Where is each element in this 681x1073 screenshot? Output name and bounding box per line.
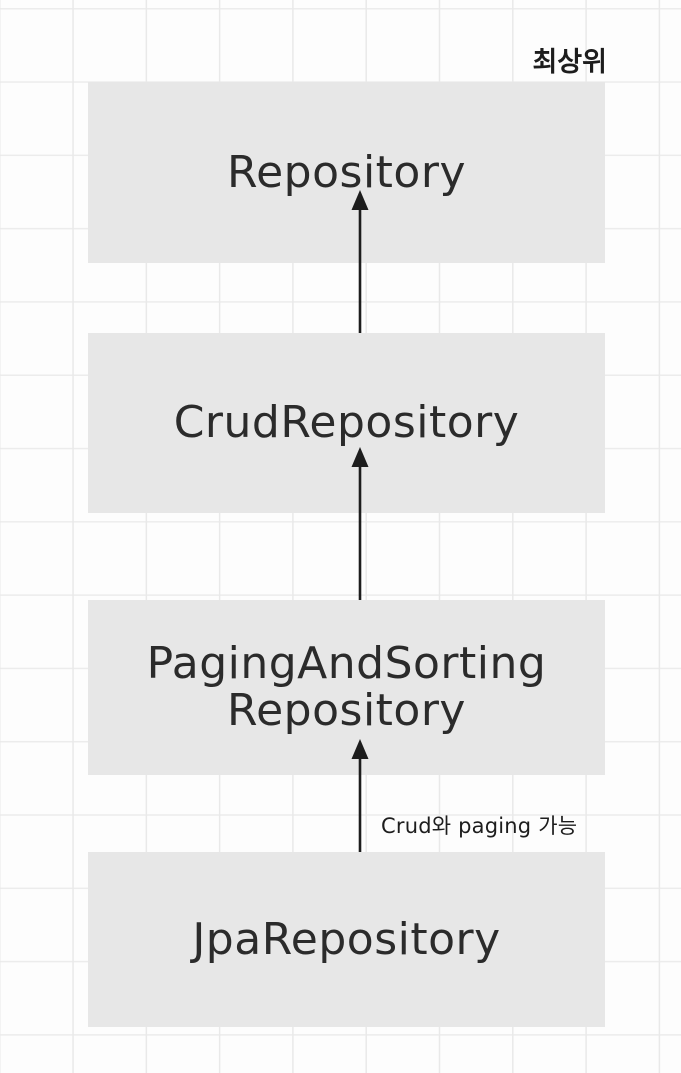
node-repository[interactable]: Repository [88,82,605,263]
node-crud-repository[interactable]: CrudRepository [88,333,605,513]
node-paging-and-sorting-repository-label: PagingAndSorting Repository [146,638,547,736]
node-paging-and-sorting-repository[interactable]: PagingAndSorting Repository [88,600,605,775]
edge-paging-to-crud-arrow [351,447,369,623]
node-jpa-repository[interactable]: JpaRepository [88,852,605,1027]
node-jpa-repository-label: JpaRepository [192,913,501,965]
node-repository-label: Repository [227,146,466,198]
node-crud-repository-label: CrudRepository [173,397,520,449]
annotation-topmost: 최상위 [532,47,607,78]
annotation-crud-and-paging: Crud와 paging 가능 [381,814,578,838]
